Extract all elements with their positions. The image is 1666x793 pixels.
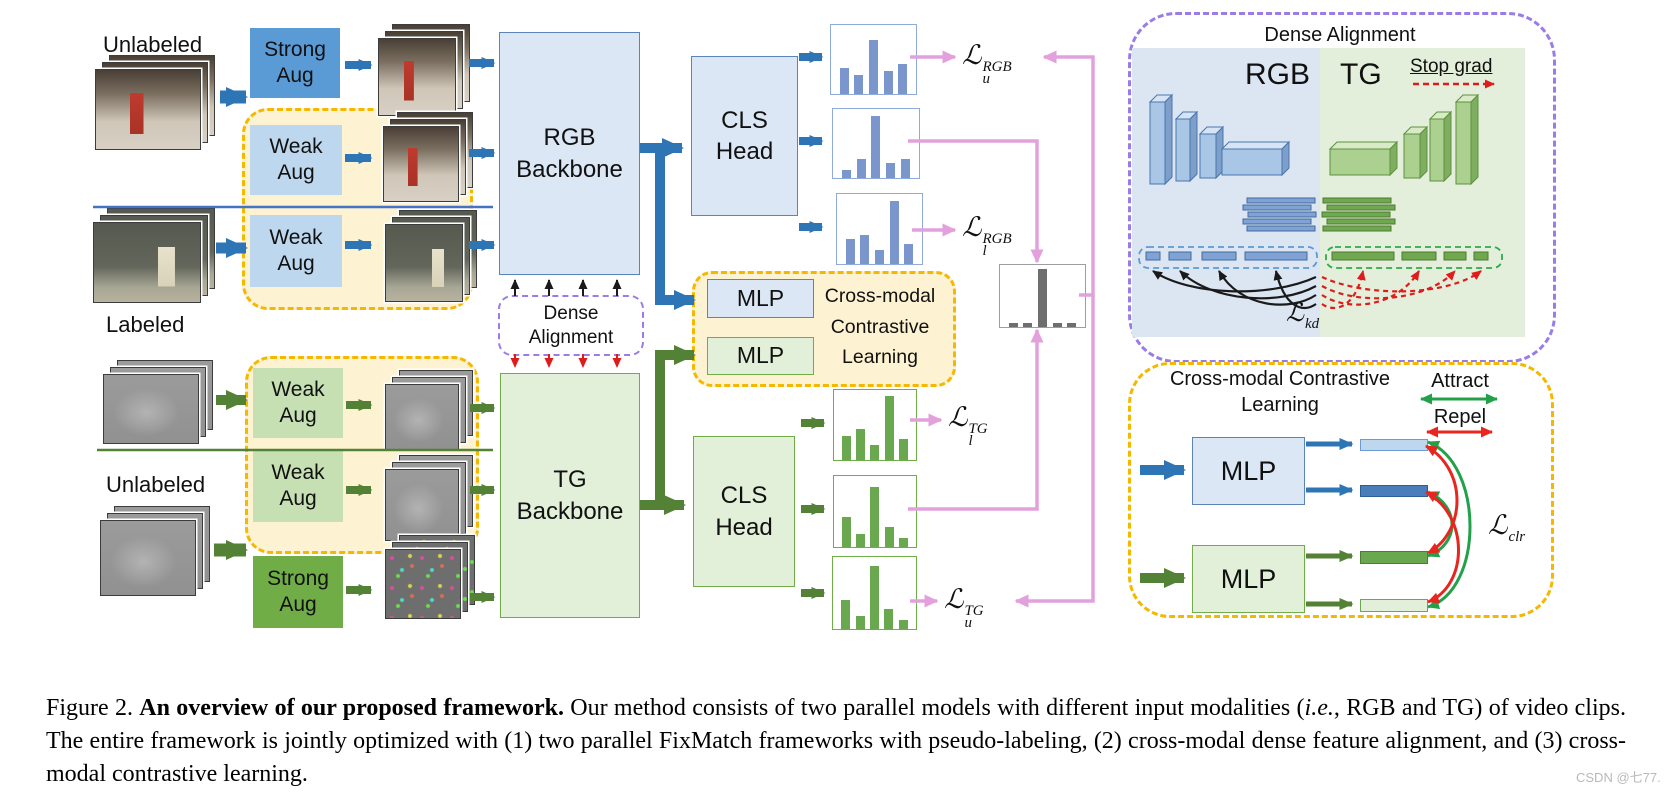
tg-unlabeled-clip-stack [100, 506, 210, 596]
weak-aug-tg-unlabeled-box: Weak Aug [253, 450, 343, 522]
tg-labeled-weak-aug-stack [385, 370, 473, 450]
tg-unlabeled-weak-aug-stack [385, 455, 473, 541]
caption-bold-title: An overview of our proposed framework. [139, 695, 564, 721]
rgb-weak-aug-clip-stack [383, 112, 473, 202]
loss-subscript: u [964, 615, 972, 631]
video-frame [383, 126, 459, 202]
video-frame [378, 38, 456, 116]
dense-panel-rgb-label: RGB [1245, 58, 1311, 91]
loss-symbol: ℒ [948, 402, 968, 432]
loss-subscript: l [982, 243, 987, 259]
weak-aug-tg-labeled-box: Weak Aug [253, 368, 343, 438]
loss-subscript: u [982, 71, 990, 87]
caption-prefix: Figure 2. [46, 695, 140, 721]
loss-superscript: RGB [982, 231, 1012, 247]
unlabeled-top-label: Unlabeled [103, 32, 203, 57]
contrastive-mlp-tg-box: MLP [1192, 545, 1305, 613]
tg-frame [385, 549, 461, 619]
video-frame [95, 69, 201, 150]
strong-aug-tg-box: Strong Aug [253, 556, 343, 628]
tg-unlabeled-strong-prediction-histogram [832, 556, 917, 630]
rgb-backbone-box: RGB Backbone [499, 32, 640, 275]
loss-subscript: clr [1508, 529, 1526, 545]
loss-subscript: l [968, 433, 973, 449]
loss-superscript: RGB [982, 59, 1012, 75]
tg-frame [385, 384, 459, 450]
tg-labeled-clip-stack [103, 360, 213, 444]
loss-symbol: ℒ [962, 40, 982, 70]
mlp-rgb-box: MLP [707, 279, 814, 318]
tg-frame [103, 374, 199, 444]
labeled-label: Labeled [106, 312, 185, 337]
embedding-bar-tg-strong [1360, 551, 1428, 564]
loss-symbol: ℒ [962, 212, 982, 242]
weak-aug-rgb-labeled-box: Weak Aug [250, 215, 342, 287]
loss-symbol: ℒ [944, 584, 964, 614]
loss-symbol: ℒ [1488, 510, 1508, 540]
rgb-unlabeled-weak-prediction-histogram [832, 108, 920, 179]
cross-modal-mid-label: Cross-modal Contrastive Learning [824, 285, 936, 369]
tg-frame [385, 469, 459, 541]
attract-label: Attract [1431, 370, 1489, 392]
mlp-tg-box: MLP [707, 337, 814, 375]
figure-caption: Figure 2. An overview of our proposed fr… [46, 692, 1626, 791]
rgb-unlabeled-strong-prediction-histogram [830, 24, 917, 95]
strong-aug-rgb-box: Strong Aug [250, 28, 340, 98]
embedding-bar-rgb-weak [1360, 439, 1428, 451]
pseudo-label-histogram [999, 264, 1086, 328]
unlabeled-bottom-label: Unlabeled [106, 472, 206, 497]
loss-subscript: kd [1305, 316, 1320, 332]
cls-head-rgb-box: CLS Head [691, 56, 798, 216]
rgb-labeled-prediction-histogram [836, 193, 923, 265]
caption-body: Our method consists of two parallel mode… [563, 695, 1305, 721]
tg-backbone-box: TG Backbone [500, 373, 640, 618]
loss-superscript: TG [964, 603, 984, 619]
embedding-bar-tg-weak [1360, 599, 1428, 612]
rgb-strong-aug-clip-stack [378, 24, 470, 116]
dense-alignment-up-arrows [510, 279, 622, 296]
rgb-unlabeled-clip-stack [95, 55, 215, 150]
dense-alignment-mid-box: Dense Alignment [498, 295, 644, 356]
video-frame [385, 224, 463, 302]
contrastive-mlp-rgb-box: MLP [1192, 437, 1305, 505]
caption-body-rest: , RGB and TG) of video clips. The entire… [46, 695, 1626, 787]
embedding-bar-rgb-strong [1360, 485, 1428, 497]
watermark: CSDN @七77. [1576, 770, 1661, 785]
tg-strong-aug-clip-stack [385, 535, 475, 619]
video-frame [93, 222, 201, 303]
tg-unlabeled-weak-prediction-histogram [833, 475, 917, 548]
dense-alignment-mid-label: Dense Alignment [528, 302, 614, 348]
loss-symbol: ℒ [1286, 300, 1305, 327]
dense-alignment-panel-title: Dense Alignment [1264, 24, 1416, 46]
contrastive-panel-title: Cross-modal Contrastive Learning [1169, 368, 1391, 416]
tg-frame [100, 520, 196, 596]
stop-grad-label: Stop grad [1410, 56, 1493, 77]
cls-head-tg-box: CLS Head [693, 436, 795, 587]
caption-italic-ie: i.e. [1304, 695, 1334, 721]
rgb-labeled-clip-stack [93, 208, 215, 303]
dense-panel-tg-label: TG [1340, 58, 1382, 91]
tg-labeled-prediction-histogram [833, 389, 917, 461]
rgb-labeled-weak-aug-stack [385, 210, 477, 302]
weak-aug-rgb-unlabeled-box: Weak Aug [250, 125, 342, 195]
repel-label: Repel [1433, 406, 1487, 428]
